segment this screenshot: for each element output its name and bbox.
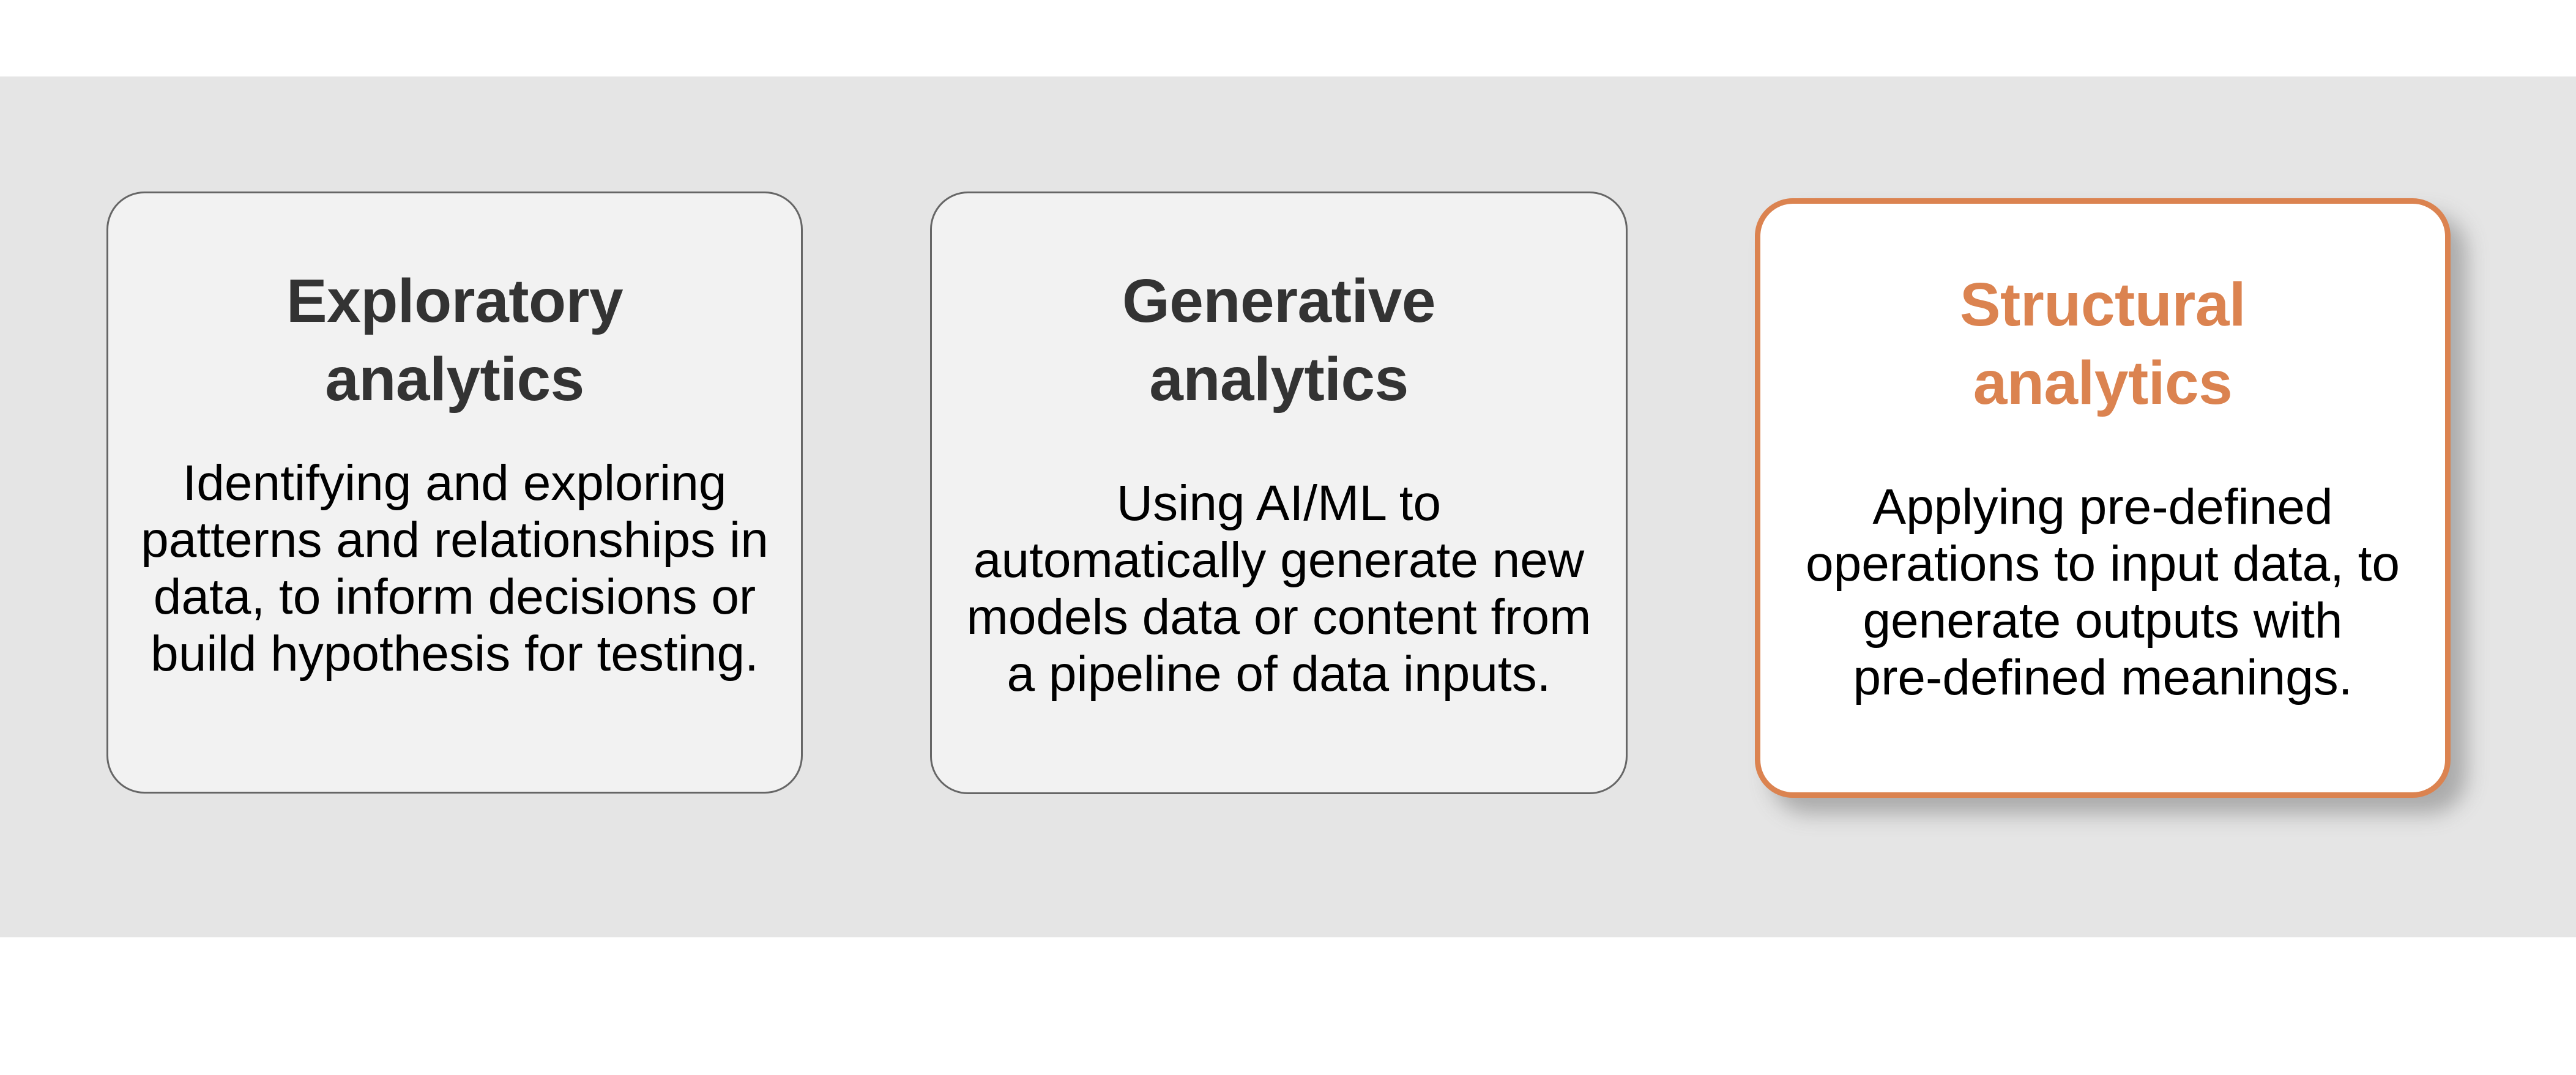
card-body-structural: Applying pre-defined operations to input… (1805, 479, 2400, 705)
card-body-generative: Using AI/ML to automatically generate ne… (966, 475, 1591, 702)
card-title-generative: Generative analytics (1122, 267, 1435, 414)
card-title-structural: Structural analytics (1959, 270, 2246, 417)
card-structural-analytics[interactable]: Structural analytics Applying pre-define… (1755, 198, 2451, 798)
card-generative-analytics[interactable]: Generative analytics Using AI/ML to auto… (930, 192, 1628, 794)
card-body-exploratory: Identifying and exploring patterns and r… (141, 455, 769, 682)
card-exploratory-analytics[interactable]: Exploratory analytics Identifying and ex… (106, 192, 803, 794)
card-title-exploratory: Exploratory analytics (286, 267, 624, 414)
